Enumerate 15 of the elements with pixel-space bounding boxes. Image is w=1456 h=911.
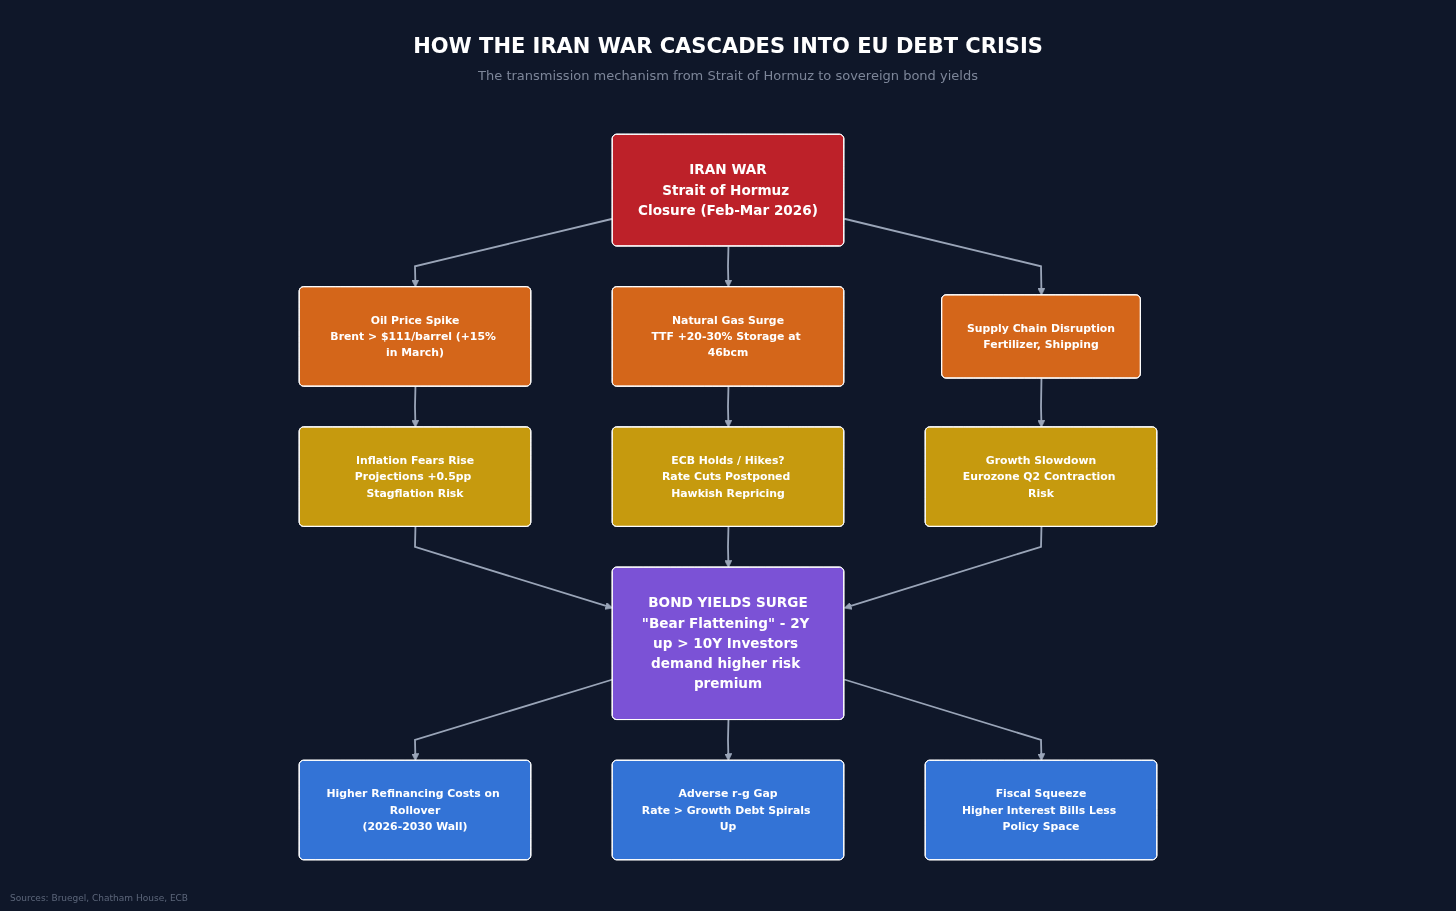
arrow bbox=[724, 245, 733, 288]
subtitle: The transmission mechanism from Strait of Hormuz to sovereign bond yields bbox=[478, 68, 978, 83]
arrow bbox=[843, 678, 1046, 762]
arrow bbox=[414, 525, 613, 610]
arrow bbox=[724, 525, 733, 568]
arrow bbox=[724, 385, 733, 428]
arrow bbox=[411, 385, 420, 428]
title: HOW THE IRAN WAR CASCADES INTO EU DEBT CRISIS bbox=[413, 34, 1043, 58]
arrow bbox=[1037, 377, 1046, 428]
arrow bbox=[411, 678, 614, 762]
arrow bbox=[843, 525, 1043, 610]
source-note: Sources: Bruegel, Chatham House, ECB bbox=[10, 893, 189, 903]
arrow bbox=[411, 217, 614, 288]
arrow bbox=[724, 719, 733, 762]
arrow bbox=[843, 217, 1046, 296]
